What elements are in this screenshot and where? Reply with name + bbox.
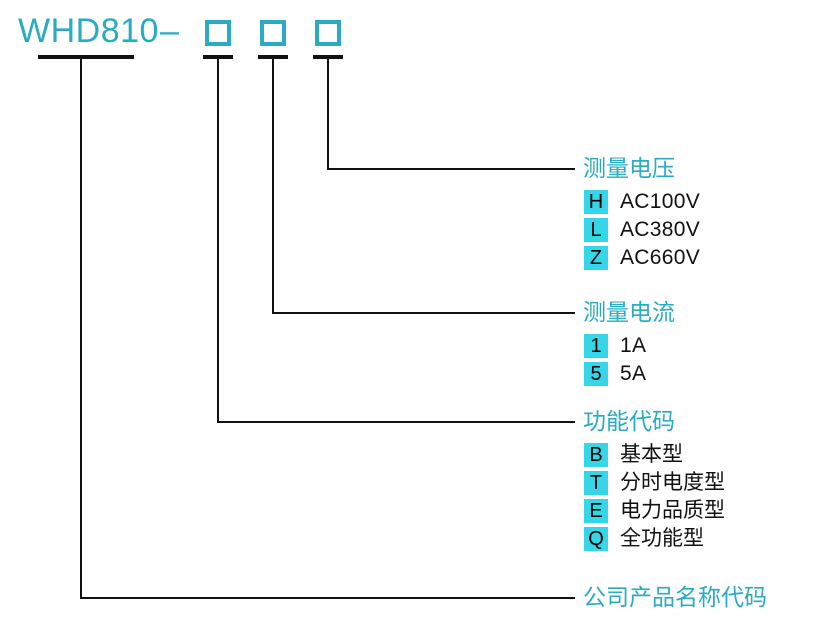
leader-line-function-vertical (217, 55, 219, 423)
option-code-badge: E (584, 499, 608, 523)
option-label: AC380V (620, 218, 701, 241)
option-box-voltage (315, 20, 341, 46)
option-label: AC660V (620, 246, 701, 269)
leader-line-series-vertical (80, 55, 82, 599)
option-row-voltage-z: Z AC660V (584, 246, 700, 270)
option-code-badge: Z (584, 246, 608, 270)
group-title-current: 测量电流 (583, 299, 675, 325)
leader-line-series-horizontal (80, 597, 575, 599)
option-label: 分时电度型 (620, 471, 725, 494)
option-code-badge: T (584, 471, 608, 495)
group-title-product-name-code: 公司产品名称代码 (583, 584, 767, 610)
option-label: AC100V (620, 190, 701, 213)
option-row-function-e: E 电力品质型 (584, 499, 725, 523)
option-label: 电力品质型 (620, 499, 725, 522)
option-code-badge: Q (584, 527, 608, 551)
leader-line-voltage-vertical (327, 55, 329, 170)
option-code-badge: 5 (584, 362, 608, 386)
option-label: 5A (620, 362, 647, 385)
underline-bar-series (38, 55, 134, 59)
option-label: 全功能型 (620, 527, 704, 550)
option-row-voltage-h: H AC100V (584, 190, 700, 214)
option-code-badge: H (584, 190, 608, 214)
option-row-current-1: 1 1A (584, 334, 646, 358)
leader-line-function-horizontal (217, 421, 575, 423)
option-row-current-5: 5 5A (584, 362, 646, 386)
option-label: 1A (620, 334, 647, 357)
leader-line-current-vertical (272, 55, 274, 314)
option-code-badge: B (584, 443, 608, 467)
option-label: 基本型 (620, 443, 683, 466)
option-box-function (205, 20, 231, 46)
option-code-badge: L (584, 218, 608, 242)
option-code-badge: 1 (584, 334, 608, 358)
option-row-function-b: B 基本型 (584, 443, 683, 467)
model-series-text: WHD810 (18, 12, 159, 50)
option-box-current (260, 20, 286, 46)
option-row-voltage-l: L AC380V (584, 218, 700, 242)
model-separator-dash: – (160, 12, 179, 50)
group-title-voltage: 测量电压 (583, 155, 675, 181)
leader-line-voltage-horizontal (327, 168, 575, 170)
leader-line-current-horizontal (272, 312, 575, 314)
group-title-function: 功能代码 (583, 408, 675, 434)
option-row-function-q: Q 全功能型 (584, 527, 704, 551)
option-row-function-t: T 分时电度型 (584, 471, 725, 495)
